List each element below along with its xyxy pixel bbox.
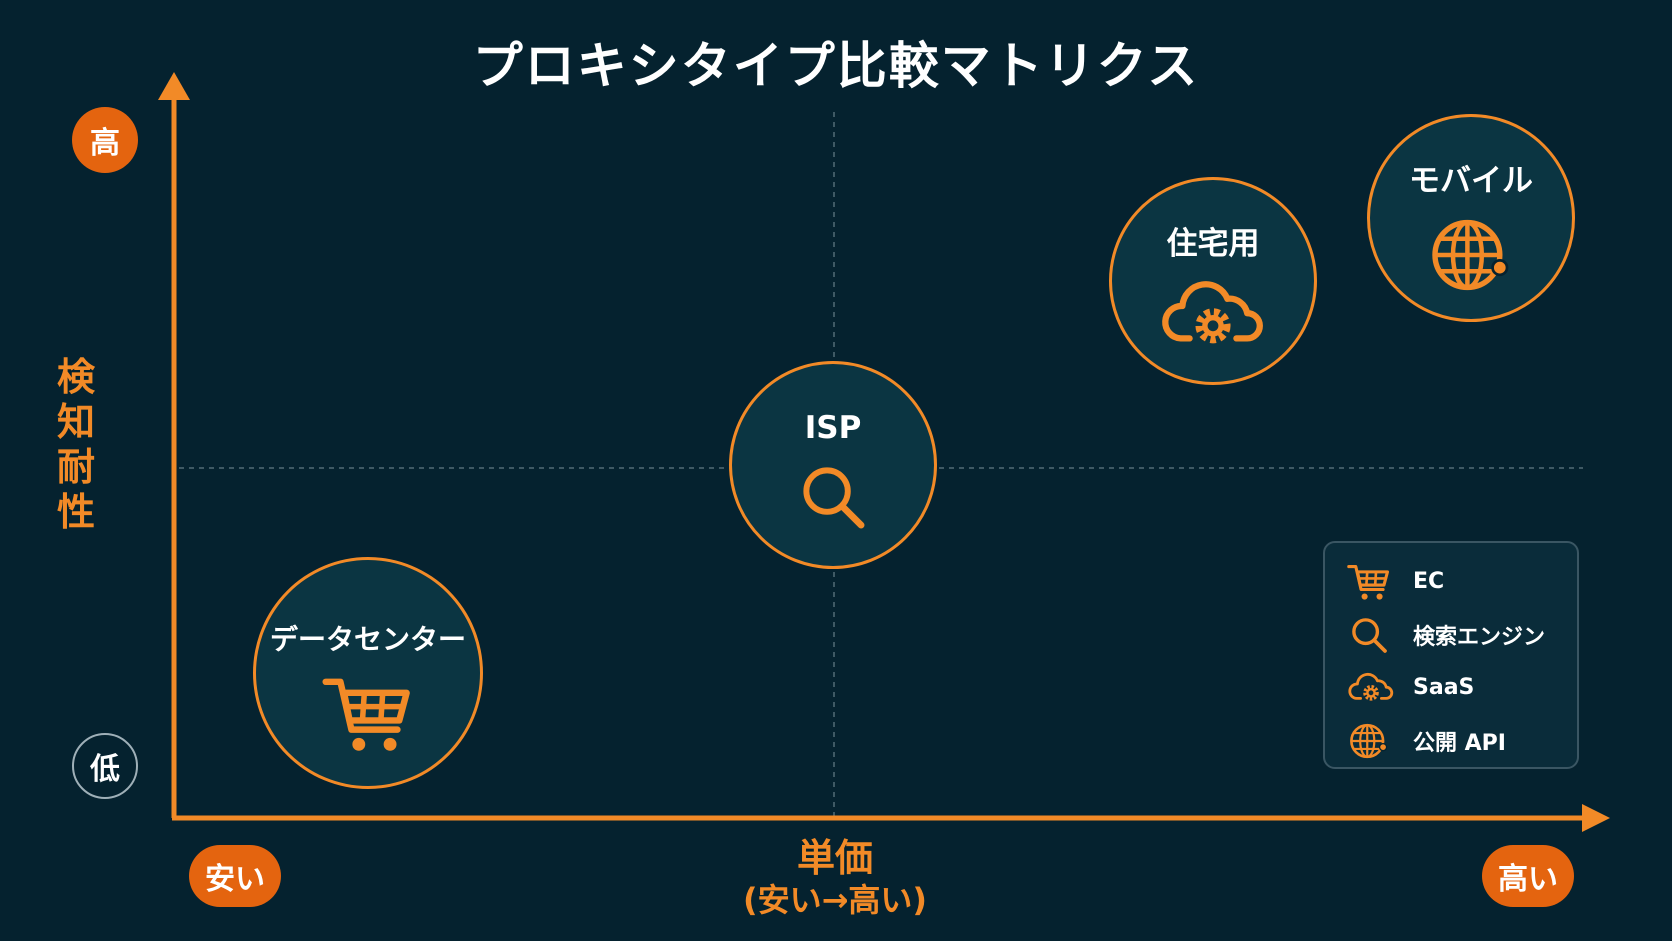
x-axis-high-badge: 高い bbox=[1482, 845, 1574, 907]
y-axis-arrow bbox=[158, 72, 190, 100]
legend-label: 検索エンジン bbox=[1413, 624, 1546, 650]
bubble-label: モバイル bbox=[1409, 163, 1533, 199]
legend-item: 公開 API bbox=[1347, 714, 1577, 767]
bubble-isp: ISP bbox=[729, 361, 937, 569]
cart-icon bbox=[1347, 562, 1391, 602]
x-axis-arrow bbox=[1582, 804, 1610, 832]
legend-item: 検索エンジン bbox=[1347, 608, 1577, 661]
globe-icon bbox=[1426, 210, 1516, 300]
cart-icon bbox=[322, 672, 414, 756]
bubble-label: 住宅用 bbox=[1166, 226, 1260, 262]
bubble-label: データセンター bbox=[269, 623, 466, 656]
legend: EC 検索エンジン SaaS 公開 API bbox=[1323, 541, 1579, 769]
y-axis-label: 検 知 耐 性 bbox=[52, 355, 100, 535]
search-icon bbox=[796, 460, 870, 534]
y-axis-char: 検 bbox=[56, 355, 95, 399]
x-axis-label: 単価 (安い→高い) bbox=[700, 836, 970, 920]
cloud-gear-icon bbox=[1347, 671, 1395, 705]
x-axis-low-badge: 安い bbox=[189, 845, 281, 907]
search-icon bbox=[1347, 614, 1391, 656]
globe-icon bbox=[1347, 719, 1391, 763]
bubble-datacenter: データセンター bbox=[253, 557, 483, 789]
y-axis-high-badge: 高 bbox=[72, 107, 138, 173]
bubble-mobile: モバイル bbox=[1367, 114, 1575, 322]
y-axis-low-badge: 低 bbox=[72, 733, 138, 799]
legend-label: EC bbox=[1413, 569, 1445, 594]
legend-label: SaaS bbox=[1413, 675, 1475, 700]
page-title: プロキシタイプ比較マトリクス bbox=[472, 37, 1200, 95]
y-axis-char: 知 bbox=[56, 400, 95, 444]
bubble-label: ISP bbox=[804, 410, 862, 446]
cloud-gear-icon bbox=[1159, 279, 1267, 351]
legend-item: EC bbox=[1347, 555, 1577, 608]
y-axis-char: 性 bbox=[56, 490, 95, 534]
x-axis-subtitle: (安い→高い) bbox=[742, 881, 928, 919]
legend-item: SaaS bbox=[1347, 661, 1577, 714]
bubble-residential: 住宅用 bbox=[1109, 177, 1317, 385]
y-axis-char: 耐 bbox=[56, 445, 95, 489]
x-axis-title: 単価 bbox=[796, 836, 873, 880]
legend-label: 公開 API bbox=[1413, 730, 1506, 756]
